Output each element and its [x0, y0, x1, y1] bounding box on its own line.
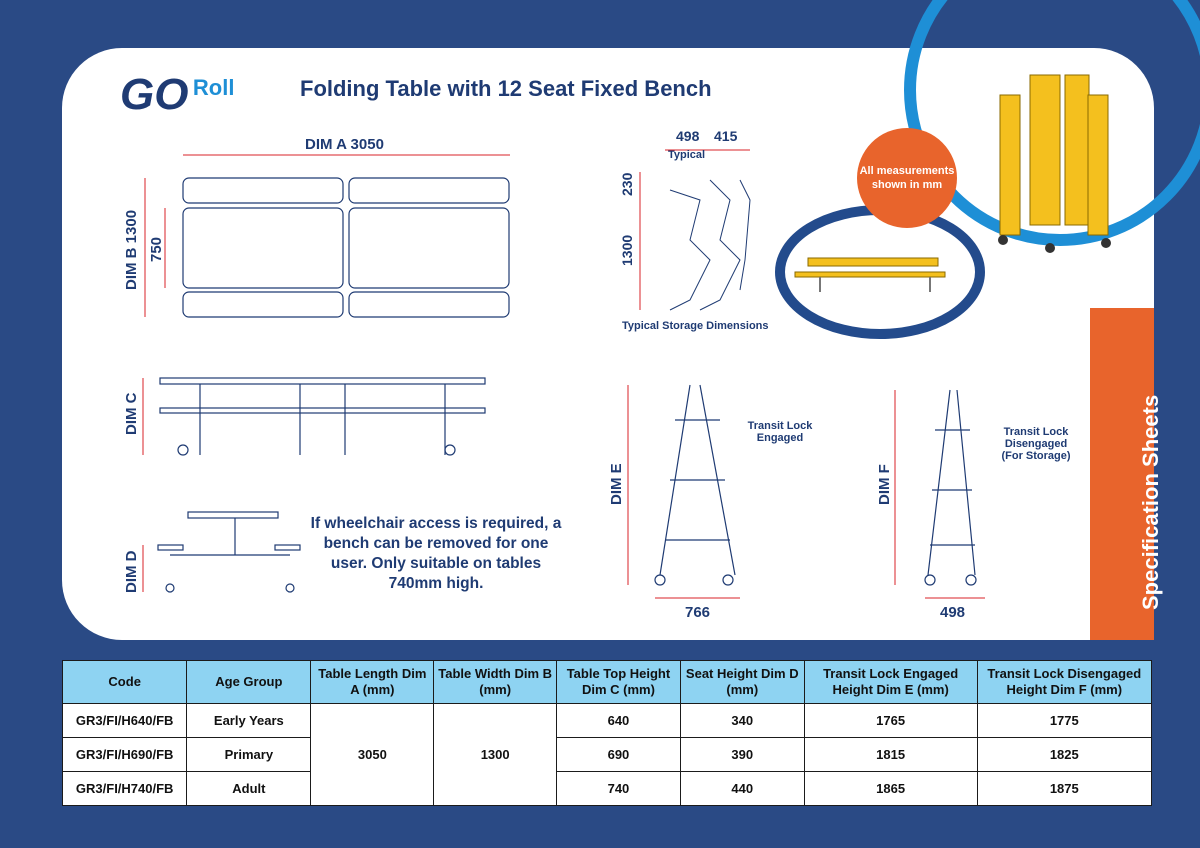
length-cell: 3050	[310, 703, 435, 806]
measurements-text: All measurements shown in mm	[859, 165, 955, 191]
dim-a-label: DIM A 3050	[305, 136, 384, 153]
dim-230-label: 230	[619, 172, 635, 196]
storage-caption: Typical Storage Dimensions	[622, 320, 769, 332]
measurements-badge: All measurements shown in mm	[857, 128, 957, 228]
table-row: GR3/FI/H690/FB Primary 690 390 1815 1825	[61, 737, 1153, 772]
open-table-photo-icon	[794, 257, 946, 292]
table-header-row: Code Age Group Table Length Dim A (mm) T…	[61, 660, 1153, 704]
top-height-cell: 640	[556, 703, 681, 738]
dim-f-label: DIM F	[876, 464, 893, 505]
dim-766-label: 766	[685, 604, 711, 621]
seat-height-cell: 440	[679, 771, 805, 806]
wheelchair-note: If wheelchair access is required, a benc…	[310, 515, 562, 592]
dim-e-label: DIM E	[608, 463, 625, 505]
dim-f-cell: 1775	[976, 703, 1153, 738]
col-dim-f: Transit Lock Disengaged Height Dim F (mm…	[976, 660, 1153, 704]
blue-ring	[904, 0, 1200, 246]
dim-1300-label: 1300	[619, 234, 635, 266]
typical-label: Typical	[668, 149, 706, 161]
page-title: Folding Table with 12 Seat Fixed Bench	[300, 76, 712, 101]
seat-height-cell: 340	[679, 703, 805, 738]
col-age: Age Group	[186, 660, 312, 704]
plan-dimension-lines	[144, 154, 510, 317]
folded-table-photo-icon	[998, 74, 1111, 253]
table-row: GR3/FI/H640/FB Early Years 3050 1300 640…	[61, 703, 1153, 806]
spec-sheets-tab: Specification Sheets	[1090, 308, 1163, 640]
seat-height-cell: 390	[679, 737, 805, 772]
transit-disengaged-label: Transit Lock Disengaged (For Storage)	[1001, 426, 1071, 462]
side-view-drawing	[159, 377, 486, 456]
dim-498-label: 498	[676, 128, 700, 144]
dim-f-cell: 1825	[976, 737, 1153, 772]
dim-f-lines	[894, 390, 985, 599]
top-height-cell: 740	[556, 771, 681, 806]
age-cell: Primary	[186, 737, 312, 772]
logo-go: GO	[120, 70, 189, 119]
width-cell: 1300	[433, 703, 558, 806]
table-row: GR3/FI/H740/FB Adult 740 440 1865 1875	[61, 771, 1153, 806]
dim-498b-label: 498	[940, 604, 966, 621]
col-code: Code	[61, 660, 188, 704]
dim-c-label: DIM C	[123, 392, 140, 436]
spec-table: Code Age Group Table Length Dim A (mm) T…	[61, 660, 1153, 806]
code-cell: GR3/FI/H740/FB	[61, 771, 188, 806]
end-view-drawing	[157, 511, 301, 593]
plan-view-drawing	[182, 177, 510, 318]
dim-f-cell: 1875	[976, 771, 1153, 806]
transit-disengaged-drawing	[924, 389, 977, 586]
dim-750-label: 750	[148, 236, 165, 262]
storage-dimension-lines	[639, 149, 750, 310]
top-height-cell: 690	[556, 737, 681, 772]
col-seat-height: Seat Height Dim D (mm)	[679, 660, 805, 704]
col-top-height: Table Top Height Dim C (mm)	[556, 660, 681, 704]
storage-top-view-drawing	[669, 179, 751, 311]
age-cell: Early Years	[186, 703, 312, 738]
col-width: Table Width Dim B (mm)	[433, 660, 558, 704]
col-length: Table Length Dim A (mm)	[310, 660, 435, 704]
spec-sheets-label: Specification Sheets	[1138, 394, 1163, 610]
age-cell: Adult	[186, 771, 312, 806]
dim-e-cell: 1865	[803, 771, 978, 806]
code-cell: GR3/FI/H690/FB	[61, 737, 188, 772]
code-cell: GR3/FI/H640/FB	[61, 703, 188, 738]
transit-engaged-label: Transit Lock Engaged	[747, 420, 813, 444]
dim-e-cell: 1765	[803, 703, 978, 738]
dim-e-cell: 1815	[803, 737, 978, 772]
dim-e-lines	[627, 385, 740, 599]
logo-roll: Roll	[192, 75, 235, 100]
dim-b-label: DIM B 1300	[123, 209, 140, 290]
goroll-logo: GO Roll	[120, 70, 234, 130]
transit-engaged-drawing	[654, 384, 736, 586]
col-dim-e: Transit Lock Engaged Height Dim E (mm)	[803, 660, 978, 704]
dim-d-label: DIM D	[123, 550, 140, 594]
dim-415-label: 415	[714, 128, 738, 144]
